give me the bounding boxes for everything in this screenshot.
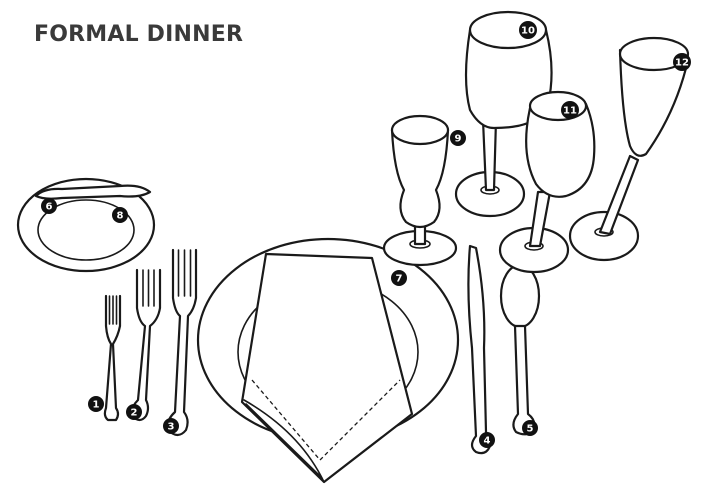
badge-9-label: 9 [455, 134, 462, 145]
badge-1-label: 1 [93, 400, 100, 411]
badge-10-label: 10 [521, 26, 535, 37]
badge-3: 3 [163, 418, 179, 434]
dinner-fork [166, 248, 198, 437]
badge-8: 8 [112, 207, 128, 223]
badge-9: 9 [450, 130, 466, 146]
badge-4: 4 [479, 432, 495, 448]
butter-knife [34, 184, 152, 200]
badge-4-label: 4 [484, 436, 491, 447]
page-title: FORMAL DINNER [34, 22, 244, 47]
champagne-flute [568, 36, 690, 262]
badge-5: 5 [522, 420, 538, 436]
badge-2: 2 [126, 404, 142, 420]
badge-11: 11 [561, 101, 579, 119]
badge-1: 1 [88, 396, 104, 412]
badge-5-label: 5 [527, 424, 534, 435]
water-goblet [382, 114, 458, 267]
badge-11-label: 11 [563, 106, 577, 117]
badge-10: 10 [519, 21, 537, 39]
soup-spoon [499, 263, 541, 436]
badge-7: 7 [391, 270, 407, 286]
dinner-knife [467, 244, 492, 455]
red-wine-glass [454, 10, 553, 218]
badge-6-label: 6 [46, 202, 53, 213]
badge-12: 12 [673, 53, 691, 71]
white-wine-glass [498, 90, 596, 274]
badge-2-label: 2 [131, 408, 138, 419]
fish-fork [130, 268, 162, 422]
badge-6: 6 [41, 198, 57, 214]
badge-3-label: 3 [168, 422, 175, 433]
badge-7-label: 7 [396, 274, 403, 285]
salad-fork [103, 294, 122, 422]
badge-12-label: 12 [675, 58, 689, 69]
napkin [240, 252, 414, 484]
badge-8-label: 8 [117, 211, 124, 222]
